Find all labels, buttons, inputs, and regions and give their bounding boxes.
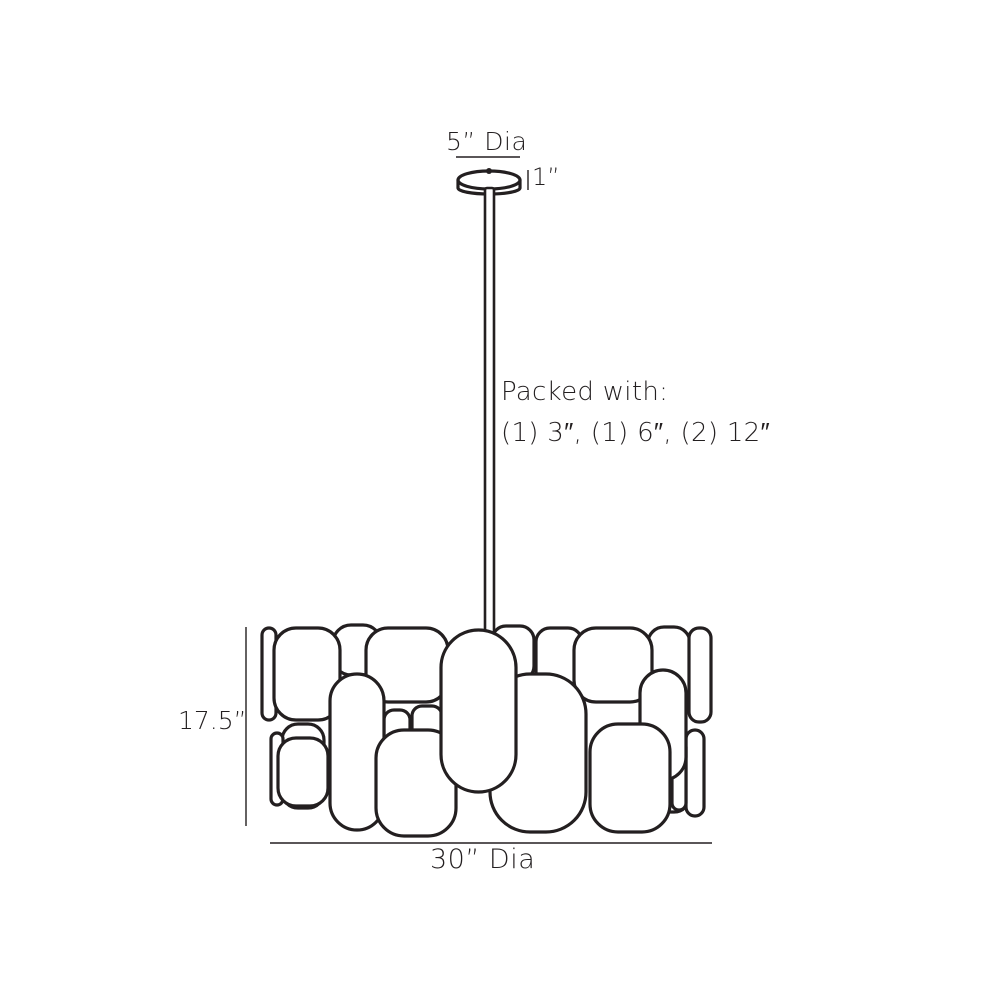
canopy-diameter-label: 5” Dia (446, 127, 528, 156)
down-rod (483, 186, 496, 636)
overall-height-label: 17.5” (178, 706, 247, 735)
canopy-height-label: 1” (532, 163, 560, 191)
packed-rods-list: (1) 3″, (1) 6″, (2) 12″ (501, 418, 771, 448)
overall-diameter-label: 30” Dia (430, 844, 536, 875)
packed-heading: Packed with: (501, 377, 669, 407)
chandelier-body (260, 623, 713, 838)
